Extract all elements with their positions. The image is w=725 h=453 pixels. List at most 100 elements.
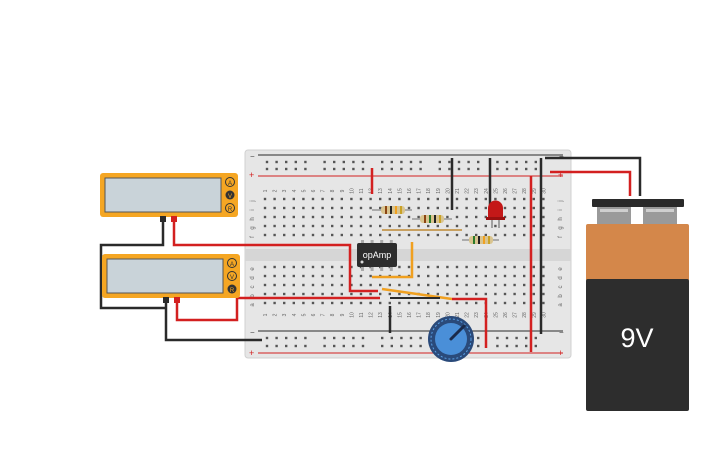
breadboard-hole[interactable] [417,274,420,278]
breadboard-hole[interactable] [446,283,449,287]
breadboard-hole[interactable] [340,301,343,305]
breadboard-hole[interactable] [398,301,401,305]
breadboard-hole[interactable] [283,283,286,287]
breadboard-hole[interactable] [398,224,401,228]
breadboard-hole[interactable] [359,215,363,219]
breadboard-hole[interactable] [407,197,411,201]
breadboard-hole[interactable] [352,336,355,340]
breadboard-hole[interactable] [525,344,528,348]
resistor-1[interactable] [372,206,412,214]
breadboard-hole[interactable] [542,292,545,296]
breadboard-hole[interactable] [321,292,324,296]
breadboard-hole[interactable] [523,274,526,278]
breadboard-hole[interactable] [534,167,537,171]
breadboard-hole[interactable] [273,274,276,278]
multimeter-2-probe-red[interactable] [174,297,180,303]
breadboard-hole[interactable] [532,233,535,237]
breadboard-hole[interactable] [513,265,516,269]
breadboard-hole[interactable] [532,197,535,201]
breadboard-hole[interactable] [513,301,516,305]
breadboard-hole[interactable] [496,160,499,164]
wire-meter2-red[interactable] [175,296,380,322]
breadboard-hole[interactable] [455,292,459,296]
breadboard-hole[interactable] [407,301,411,305]
breadboard-hole[interactable] [484,283,487,287]
breadboard-hole[interactable] [446,197,449,201]
breadboard-hole[interactable] [390,160,393,164]
breadboard-hole[interactable] [398,265,401,269]
breadboard-hole[interactable] [407,233,411,237]
breadboard-hole[interactable] [494,274,497,278]
breadboard-hole[interactable] [350,215,353,219]
breadboard-hole[interactable] [484,292,487,296]
breadboard-hole[interactable] [494,301,497,305]
resistor-2[interactable] [412,215,452,223]
wire-battery-negative[interactable] [545,156,642,196]
breadboard-hole[interactable] [273,301,276,305]
breadboard-hole[interactable] [350,224,353,228]
breadboard-hole[interactable] [331,206,334,210]
breadboard-hole[interactable] [494,265,497,269]
breadboard-hole[interactable] [263,197,267,201]
breadboard-hole[interactable] [311,215,315,219]
breadboard-hole[interactable] [333,344,336,348]
breadboard-hole[interactable] [340,215,343,219]
breadboard-hole[interactable] [321,274,324,278]
breadboard-hole[interactable] [465,215,468,219]
breadboard-hole[interactable] [455,197,459,201]
breadboard-hole[interactable] [273,283,276,287]
breadboard-hole[interactable] [302,197,305,201]
breadboard-hole[interactable] [446,265,449,269]
breadboard-hole[interactable] [465,301,468,305]
breadboard-hole[interactable] [379,301,382,305]
breadboard-hole[interactable] [311,301,315,305]
breadboard-hole[interactable] [379,233,382,237]
breadboard-hole[interactable] [436,292,439,296]
breadboard-hole[interactable] [273,224,276,228]
breadboard-hole[interactable] [505,344,509,348]
breadboard-hole[interactable] [302,265,305,269]
breadboard-hole[interactable] [352,160,355,164]
breadboard-hole[interactable] [496,344,499,348]
breadboard-hole[interactable] [503,224,507,228]
multimeter-2[interactable]: A V R [102,254,240,303]
breadboard-hole[interactable] [477,344,480,348]
breadboard-hole[interactable] [304,167,307,171]
breadboard-hole[interactable] [532,224,535,228]
breadboard-hole[interactable] [265,336,269,340]
breadboard-hole[interactable] [321,233,324,237]
breadboard-hole[interactable] [436,233,439,237]
breadboard-hole[interactable] [484,233,487,237]
breadboard-hole[interactable] [417,197,420,201]
breadboard-hole[interactable] [311,292,315,296]
breadboard-hole[interactable] [321,224,324,228]
breadboard-hole[interactable] [340,224,343,228]
breadboard-hole[interactable] [542,233,545,237]
breadboard-hole[interactable] [323,160,326,164]
breadboard-hole[interactable] [381,336,384,340]
breadboard-hole[interactable] [292,274,295,278]
breadboard-hole[interactable] [369,292,372,296]
breadboard-hole[interactable] [369,197,372,201]
breadboard-hole[interactable] [285,336,288,340]
breadboard-hole[interactable] [465,206,468,210]
breadboard-hole[interactable] [494,197,497,201]
breadboard-hole[interactable] [381,160,384,164]
breadboard-hole[interactable] [417,233,420,237]
breadboard-hole[interactable] [359,283,363,287]
breadboard-hole[interactable] [532,274,535,278]
breadboard-hole[interactable] [321,215,324,219]
breadboard-hole[interactable] [465,283,468,287]
breadboard-hole[interactable] [523,197,526,201]
breadboard-hole[interactable] [294,344,297,348]
breadboard-hole[interactable] [513,283,516,287]
breadboard-hole[interactable] [311,274,315,278]
breadboard-hole[interactable] [369,233,372,237]
breadboard-hole[interactable] [523,283,526,287]
breadboard-hole[interactable] [285,160,288,164]
breadboard-hole[interactable] [340,283,343,287]
breadboard-hole[interactable] [283,265,286,269]
breadboard-hole[interactable] [448,167,451,171]
breadboard-hole[interactable] [523,292,526,296]
breadboard-hole[interactable] [532,301,535,305]
